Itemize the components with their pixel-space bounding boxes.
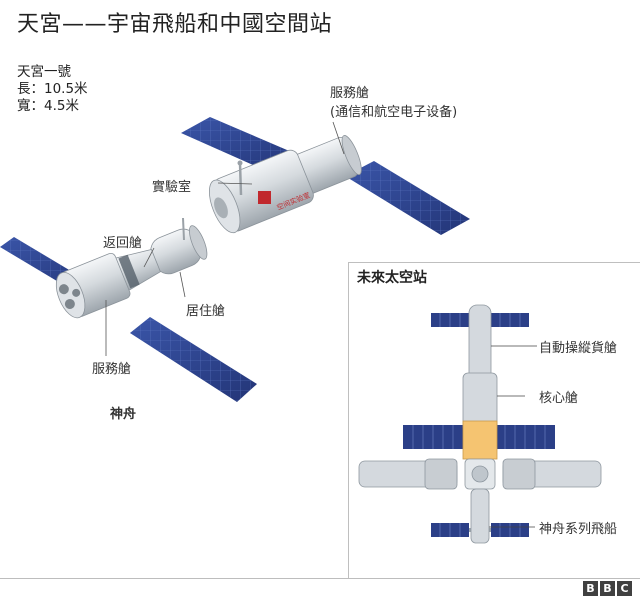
label-shenzhou-name: 神舟	[110, 403, 136, 422]
inset-label-core: 核心艙	[539, 387, 578, 406]
label-tiangong-service: 服務艙	[330, 82, 369, 101]
label-tiangong-lab: 實驗室	[152, 176, 191, 195]
cargo-module	[469, 305, 491, 381]
bbc-logo-c: C	[617, 581, 632, 596]
footer-rule	[0, 578, 640, 579]
china-flag	[258, 191, 271, 204]
inset-label-cargo: 自動操縱貨艙	[539, 337, 617, 356]
core-module-highlight	[463, 421, 497, 459]
label-tiangong-service-note: (通信和航空电子设备)	[330, 101, 457, 120]
shenzhou-vehicle	[471, 489, 489, 543]
label-shenzhou-service: 服務艙	[92, 358, 131, 377]
tiangong-station: 空间实验室	[181, 117, 470, 237]
label-shenzhou-return: 返回艙	[103, 232, 142, 251]
bbc-logo-b2: B	[600, 581, 615, 596]
bbc-logo-b1: B	[583, 581, 598, 596]
label-shenzhou-orbital: 居住艙	[186, 300, 225, 319]
future-station-inset: 未來太空站	[348, 262, 640, 579]
inset-label-shenzhou: 神舟系列飛船	[539, 518, 617, 537]
bbc-logo: B B C	[583, 581, 632, 596]
